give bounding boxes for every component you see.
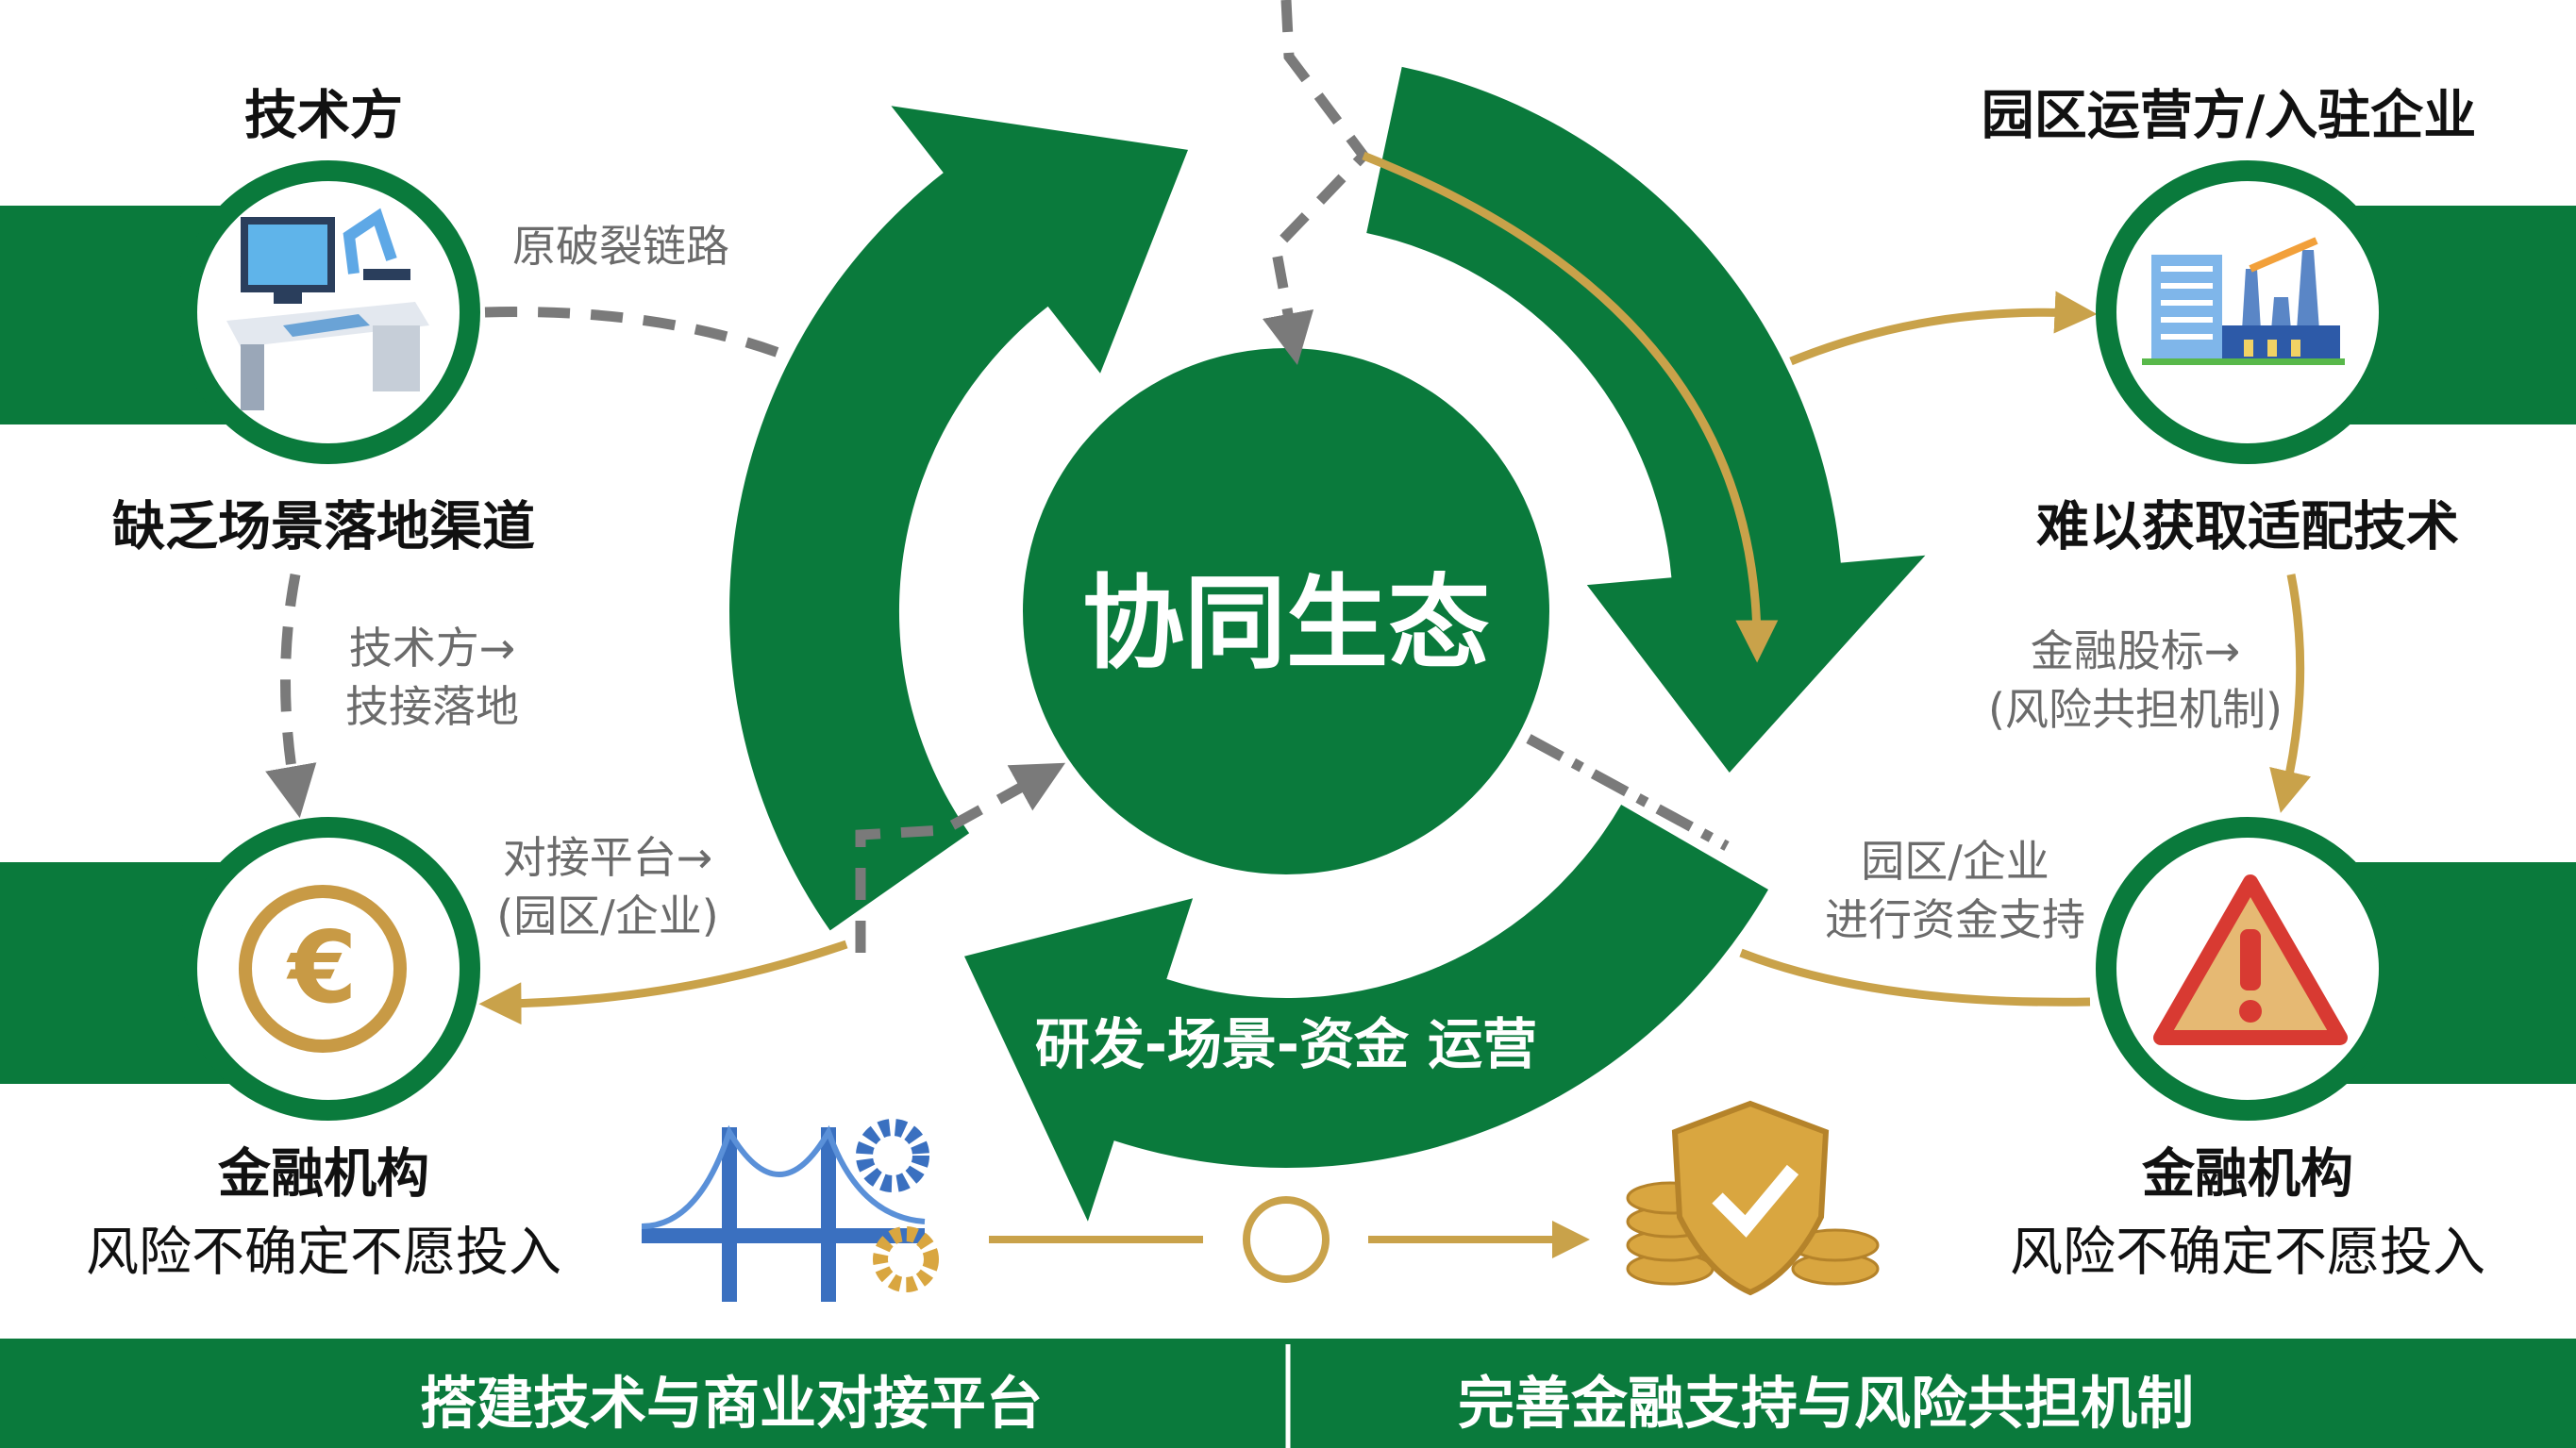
- euro-coin-icon: €: [239, 885, 407, 1053]
- tech-title: 技术方: [244, 85, 403, 147]
- node-park: [2096, 160, 2400, 464]
- broken-link-label: 原破裂链路: [512, 221, 729, 272]
- node-tech: [176, 160, 480, 464]
- bottom-left-label: 搭建技术与商业对接平台: [420, 1371, 1043, 1438]
- center-title: 协同生态: [1081, 565, 1491, 683]
- label-line: (园区/企业): [496, 890, 719, 941]
- bridge-gears-icon: [641, 1119, 939, 1302]
- park-funding-label: 园区/企业进行资金支持: [1825, 832, 2085, 949]
- label-line: 技接落地: [345, 681, 519, 732]
- broken-link-dashed: [484, 307, 791, 362]
- finance-right-problem: 风险不确定不愿投入: [2010, 1222, 2485, 1284]
- finance-equity-label: 金融股标→ (风险共担机制): [1988, 622, 2283, 739]
- gold-arrow-to-finance-left: [478, 940, 848, 1025]
- park-problem: 难以获取适配技术: [2036, 496, 2459, 558]
- label-line: 园区/企业: [1861, 836, 2049, 887]
- gold-arrow-to-park: [1789, 291, 2098, 366]
- finance-right-title: 金融机构: [2142, 1143, 2353, 1206]
- bottom-right-dashdot-link: [1526, 734, 1730, 851]
- svg-text:€: €: [286, 910, 357, 1025]
- label-line: 技术方→: [348, 623, 516, 674]
- warning-triangle-icon: [2153, 874, 2348, 1045]
- factory-building-icon: [2142, 237, 2345, 365]
- node-finance-right: [2096, 817, 2400, 1121]
- gold-arrow-park-to-finance: [2269, 574, 2312, 813]
- tech-problem: 缺乏场景落地渠道: [112, 496, 535, 558]
- bottom-right-label: 完善金融支持与风险共担机制: [1458, 1371, 2194, 1438]
- gold-link-finance-right: [1739, 948, 2091, 1007]
- shield-coins-icon: [1626, 1100, 1880, 1296]
- cycle-label: 研发-场景-资金 运营: [1034, 1012, 1538, 1076]
- label-line: 金融股标→: [2030, 625, 2241, 676]
- label-line: 进行资金支持: [1825, 894, 2085, 945]
- circle-icon: [1243, 1196, 1330, 1283]
- tech-to-landing-label: 技术方→ 技接落地: [345, 619, 519, 736]
- park-title: 园区运营方/入驻企业: [1981, 85, 2477, 147]
- cycle-arrow-left: [729, 106, 1188, 931]
- cycle-arrow-bottom: [964, 805, 1768, 1222]
- tech-to-finance-dashed-arrow: [265, 573, 317, 819]
- bottom-left-dashed-arrow: [855, 762, 1066, 953]
- platform-label: 对接平台→ (园区/企业): [496, 828, 718, 945]
- label-line: (风险共担机制): [1988, 684, 2283, 735]
- cycle-arrow-right: [1366, 66, 1926, 773]
- gold-arrow-inner-right: [1362, 151, 1779, 663]
- top-broken-dashed-arrow: [1262, 0, 1371, 366]
- finance-left-problem: 风险不确定不愿投入: [86, 1222, 561, 1284]
- node-finance-left: €: [176, 817, 480, 1121]
- finance-left-title: 金融机构: [218, 1143, 429, 1206]
- computer-desk-robot-arm-icon: [226, 208, 429, 410]
- label-line: 对接平台→: [502, 832, 713, 883]
- center-circle: [1023, 348, 1549, 874]
